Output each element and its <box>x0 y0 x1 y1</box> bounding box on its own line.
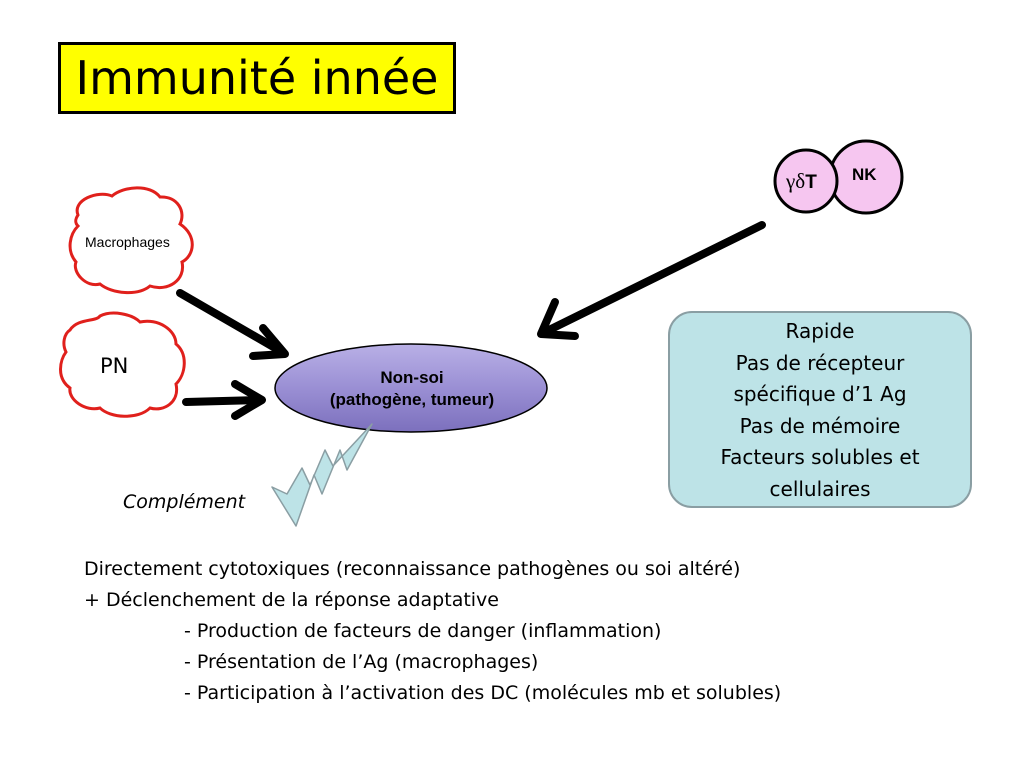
non-soi-target <box>274 343 548 433</box>
property-line: Pas de mémoire <box>739 413 901 438</box>
property-line: Facteurs solubles et <box>720 445 920 469</box>
property-line: Rapide <box>785 319 855 343</box>
pn-label: PN <box>100 354 129 378</box>
non-soi-label: Non-soi (pathogène, tumeur) <box>278 358 546 420</box>
non-soi-line2: (pathogène, tumeur) <box>329 390 495 409</box>
property-line: spécifique d’1 Ag <box>733 382 907 406</box>
function-item: - Présentation de l’Ag (macrophages) <box>184 651 539 673</box>
gamma-delta-symbol: γδ <box>786 169 806 193</box>
macrophages-label: Macrophages <box>85 234 170 250</box>
function-item: - Participation à l’activation des DC (m… <box>184 682 782 704</box>
arrow-pn <box>182 380 266 420</box>
t-letter: T <box>805 172 817 193</box>
property-line: Pas de récepteur <box>735 350 905 375</box>
property-line: cellulaires <box>769 476 871 501</box>
complement-label: Complément <box>123 491 246 513</box>
complement-lightning <box>271 423 373 527</box>
pn-cell <box>59 311 186 418</box>
title-box: Immunité innée <box>58 42 456 114</box>
function-item: - Production de facteurs de danger (infl… <box>184 620 662 642</box>
nk-label: NK <box>852 165 877 184</box>
function-line-adaptive: + Déclenchement de la réponse adaptative <box>84 589 499 611</box>
non-soi-line1: Non-soi <box>380 368 444 387</box>
page-title: Immunité innée <box>75 51 439 105</box>
properties-box: Rapide Pas de récepteur spécifique d’1 A… <box>668 311 972 508</box>
gamma-delta-t-label: γδT <box>786 169 817 194</box>
arrow-nk <box>537 221 766 340</box>
functions-list: Directement cytotoxiques (reconnaissance… <box>84 554 781 709</box>
function-line-cytotoxic: Directement cytotoxiques (reconnaissance… <box>84 558 741 580</box>
macrophage-cell <box>68 186 194 294</box>
gamma-delta-t-cell <box>773 148 839 214</box>
arrow-macrophages <box>176 289 289 360</box>
